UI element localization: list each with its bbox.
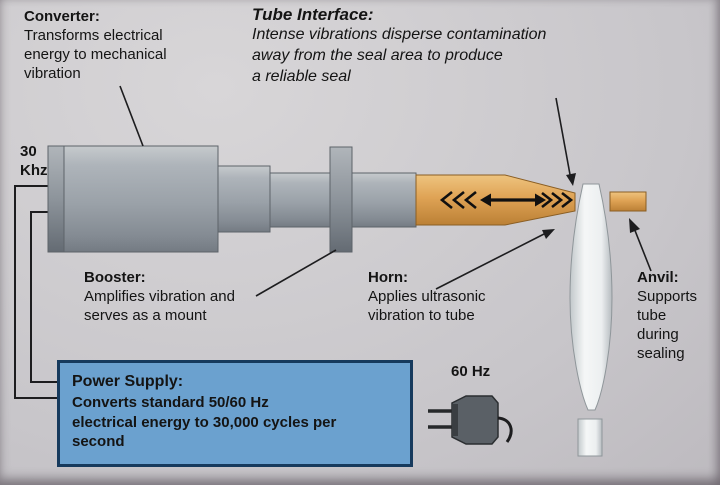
booster-shaft-left xyxy=(217,165,271,233)
power-wire-inner xyxy=(30,211,57,383)
power-supply-title: Power Supply: xyxy=(72,373,184,390)
horn-label: Horn: Applies ultrasonic vibration to tu… xyxy=(368,269,548,325)
booster-shaft-mid xyxy=(269,172,331,228)
horn-desc: Applies ultrasonic vibration to tube xyxy=(368,288,486,325)
converter-end-cap xyxy=(47,145,65,253)
vibration-arrowhead-left xyxy=(480,193,491,207)
input-frequency-label: 60 Hz xyxy=(451,363,491,380)
power-supply-desc: Converts standard 50/60 Hz electrical en… xyxy=(72,393,337,451)
anvil-label: Anvil: Supports tube during sealing xyxy=(637,269,717,363)
horn-leader-line xyxy=(435,232,547,290)
power-plug-icon xyxy=(428,395,513,445)
anvil-arrowhead xyxy=(629,218,640,233)
anvil-desc: Supports tube during sealing xyxy=(637,288,698,363)
tube-interface-label: Tube Interface: Intense vibrations dispe… xyxy=(252,5,692,88)
horn-title: Horn: xyxy=(368,269,408,286)
vibration-arrowhead-right xyxy=(535,193,546,207)
tube-end-piece xyxy=(577,418,603,457)
converter-body xyxy=(47,145,219,253)
anvil-leader-line xyxy=(633,227,652,272)
tube-interface-leader-line xyxy=(555,97,572,181)
booster-flange xyxy=(329,146,353,253)
converter-title: Converter: xyxy=(24,8,100,25)
power-supply-box: Power Supply: Converts standard 50/60 Hz… xyxy=(57,360,413,467)
booster-title: Booster: xyxy=(84,269,146,286)
vibration-arrows-icon xyxy=(439,190,574,210)
tube-interface-title: Tube Interface: xyxy=(252,5,374,24)
booster-leader-line xyxy=(255,249,337,297)
converter-desc: Transforms electrical energy to mechanic… xyxy=(24,27,167,83)
anvil-shape xyxy=(609,191,647,212)
horn-arrowhead xyxy=(542,229,555,239)
anvil-title: Anvil: xyxy=(637,269,679,286)
converter-leader-line xyxy=(119,85,144,147)
tube-shape xyxy=(569,183,613,411)
booster-desc: Amplifies vibration and serves as a moun… xyxy=(84,288,235,325)
booster-label: Booster: Amplifies vibration and serves … xyxy=(84,269,314,325)
booster-shaft-right xyxy=(351,172,417,228)
tube-interface-desc: Intense vibrations disperse contaminatio… xyxy=(252,26,547,85)
tube-interface-arrowhead xyxy=(566,173,576,186)
power-wire-outer xyxy=(14,185,57,399)
converter-label: Converter: Transforms electrical energy … xyxy=(24,8,214,83)
output-frequency-label: 30 Khz xyxy=(20,143,48,179)
